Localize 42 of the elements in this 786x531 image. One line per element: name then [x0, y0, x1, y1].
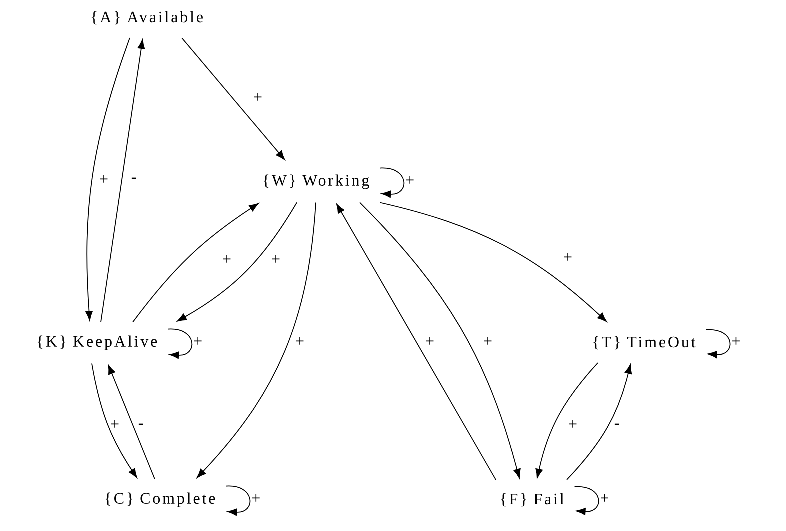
- arrow: [380, 202, 608, 322]
- arrow: [108, 365, 156, 480]
- edge-label: -: [132, 178, 136, 180]
- loop-arrow: [574, 486, 600, 516]
- edge-label: +: [732, 337, 740, 345]
- arrow: [132, 203, 259, 323]
- edge-label: +: [426, 337, 434, 345]
- loop-arrow: [706, 329, 731, 358]
- arrow: [536, 362, 598, 479]
- arrow: [86, 38, 130, 321]
- edge-label: +: [406, 176, 414, 184]
- state-label: {C} Complete: [106, 492, 216, 508]
- edge-label: +: [601, 494, 608, 502]
- edge-label: +: [223, 255, 231, 263]
- state-label: {T} TimeOut: [594, 336, 696, 350]
- edge-label: -: [138, 424, 144, 426]
- edge-label: +: [272, 255, 280, 263]
- loop-arrow: [380, 168, 405, 198]
- edge-label: +: [569, 420, 577, 428]
- arrow: [336, 204, 496, 480]
- loop-arrow: [168, 328, 193, 360]
- arrow: [566, 364, 632, 480]
- edge-label: +: [252, 494, 260, 502]
- arrow: [196, 202, 316, 478]
- arrow: [360, 202, 521, 479]
- edge-label: +: [484, 337, 492, 345]
- state-label: {F} Fail: [501, 493, 564, 507]
- edge-label: +: [254, 93, 262, 101]
- edge-label: +: [194, 337, 202, 345]
- edge-label: +: [564, 253, 572, 261]
- edge-label: +: [111, 420, 119, 428]
- arrow: [182, 38, 286, 160]
- arrow: [100, 40, 146, 323]
- state-label: {A} Available: [92, 11, 203, 25]
- edge-label: -: [614, 424, 620, 426]
- loop-arrow: [226, 486, 251, 516]
- edge-label: +: [296, 337, 304, 345]
- arrow: [92, 363, 138, 478]
- state-label: {W} Working: [264, 174, 370, 190]
- state-label: {K} KeepAlive: [38, 336, 158, 350]
- edge-label: +: [100, 175, 108, 183]
- arrow: [177, 202, 298, 322]
